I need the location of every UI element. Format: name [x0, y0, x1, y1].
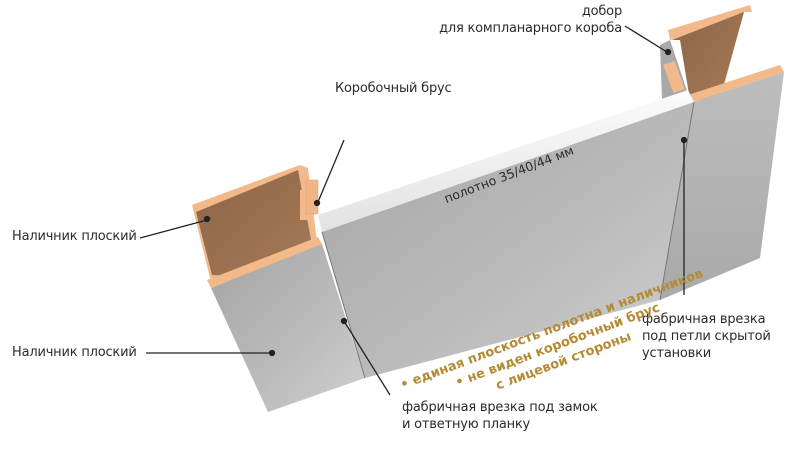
door-leaf-edge	[318, 90, 694, 232]
casing-right	[660, 65, 784, 300]
label-dobor-2: для компланарного короба	[439, 21, 622, 36]
hinge-cut-line3: установки	[642, 346, 711, 361]
label-frame-beam: Коробочный брус	[335, 81, 452, 96]
label-lock-cut: фабричная врезка под замок и ответную пл…	[402, 399, 598, 433]
hinge-cut-line1: фабричная врезка	[642, 312, 766, 327]
label-dobor: добор	[530, 3, 622, 20]
hinge-cut-line2: под петли скрытой	[642, 329, 771, 344]
label-casing-top: Наличник плоский	[12, 229, 137, 244]
door-leaf-face	[322, 102, 694, 378]
label-dobor-line1: добор	[581, 4, 622, 19]
lock-cut-line1: фабричная врезка под замок	[402, 400, 598, 415]
lock-cut-line2: и ответную планку	[402, 417, 531, 432]
leader-lines	[139, 25, 688, 396]
label-casing-bottom: Наличник плоский	[12, 345, 137, 360]
casing-left-bottom	[207, 237, 365, 412]
label-hinge-cut: фабричная врезка под петли скрытой устан…	[642, 311, 771, 362]
